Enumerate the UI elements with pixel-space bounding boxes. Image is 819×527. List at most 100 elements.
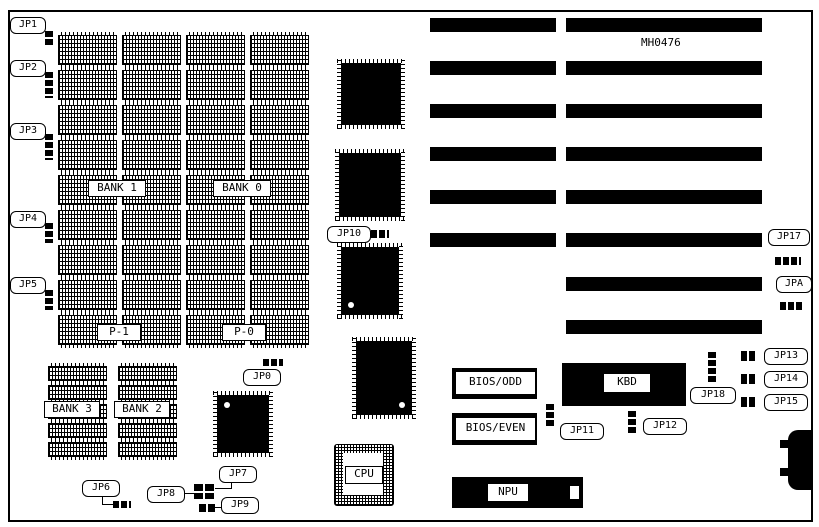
- dip-memory-chip: [250, 102, 309, 138]
- cpu-label: CPU: [345, 466, 383, 484]
- isa-slot-5-left: [430, 190, 556, 204]
- jumper-label-jp0: JP0: [243, 369, 281, 386]
- jumper-label-jp10: JP10: [327, 226, 371, 243]
- jumper-label-jp7: JP7: [219, 466, 257, 483]
- isa-slot-4-right: [566, 147, 762, 161]
- jp13-pins: [741, 351, 756, 361]
- jumper-label-jp3: JP3: [10, 123, 46, 140]
- dip-memory-chip: [118, 363, 177, 384]
- isa-slot-1-left: [430, 18, 556, 32]
- qfp-chip-5: [213, 391, 273, 457]
- jp1-pins: [45, 31, 53, 47]
- board-outline: [8, 10, 813, 522]
- part-number: MH0476: [641, 36, 681, 49]
- jp12-pins: [628, 411, 636, 433]
- dip-memory-chip: [250, 242, 309, 278]
- jumper-label-jp11: JP11: [560, 423, 604, 440]
- jumper-label-jpa: JPA: [776, 276, 812, 293]
- dip-memory-chip: [250, 207, 309, 243]
- jumper-label-jp2: JP2: [10, 60, 46, 77]
- jumper-label-jp18: JP18: [690, 387, 736, 404]
- dip-memory-chip: [58, 102, 117, 138]
- pin1-dot: [399, 402, 405, 408]
- qfp-chip-2: [335, 149, 405, 221]
- qfp-chip-1: [337, 59, 405, 129]
- dip-memory-chip: [122, 207, 181, 243]
- jumper-label-jp9: JP9: [221, 497, 259, 514]
- dip-memory-chip: [122, 102, 181, 138]
- isa-slot-2-left: [430, 61, 556, 75]
- npu-label: NPU: [487, 483, 529, 502]
- jpa-pins: [780, 302, 804, 310]
- bank2-label: BANK 2: [114, 401, 170, 418]
- jp11-pins: [546, 404, 554, 428]
- jumper-label-jp15: JP15: [764, 394, 808, 411]
- jp17-pins: [775, 257, 801, 265]
- jp3-pins: [45, 134, 53, 160]
- jp6-lead-line: [103, 504, 113, 505]
- jp15-pins: [741, 397, 756, 407]
- dip-memory-chip: [48, 420, 107, 441]
- kbd-label: KBD: [603, 373, 651, 393]
- dip-memory-chip: [58, 137, 117, 173]
- jumper-label-jp14: JP14: [764, 371, 808, 388]
- isa-slot-8: [566, 320, 762, 334]
- dip-memory-chip: [48, 439, 107, 460]
- dip-memory-chip: [48, 382, 107, 403]
- npu-notch: [570, 486, 579, 499]
- jp18-pins: [708, 352, 716, 384]
- dip-memory-chip: [48, 363, 107, 384]
- jp6-lead-line: [102, 496, 103, 505]
- dip-memory-chip: [58, 67, 117, 103]
- jp2-pins: [45, 72, 53, 98]
- bios-odd-label: BIOS/ODD: [455, 371, 536, 395]
- dip-memory-chip: [186, 277, 245, 313]
- dip-memory-chip: [250, 32, 309, 68]
- dip-memory-chip: [186, 207, 245, 243]
- dip-memory-chip: [122, 32, 181, 68]
- bank0-label: BANK 0: [213, 180, 271, 197]
- jp5-pins: [45, 290, 53, 310]
- jp6-pins: [113, 501, 131, 508]
- jp7-lead-line: [215, 488, 232, 489]
- dip-memory-chip: [118, 420, 177, 441]
- jumper-label-jp4: JP4: [10, 211, 46, 228]
- bios-even-label: BIOS/EVEN: [455, 417, 536, 441]
- dip-memory-chip: [122, 242, 181, 278]
- isa-slot-3-left: [430, 104, 556, 118]
- jumper-label-jp17: JP17: [768, 229, 810, 246]
- jumper-label-jp5: JP5: [10, 277, 46, 294]
- jp9-lead-line: [215, 507, 222, 508]
- bank3-label: BANK 3: [44, 401, 100, 418]
- isa-slot-1-right: [566, 18, 762, 32]
- isa-slot-6-left: [430, 233, 556, 247]
- keyboard-din-connector: [788, 430, 812, 490]
- p1-label: P-1: [97, 324, 141, 341]
- isa-slot-2-right: [566, 61, 762, 75]
- connector-pin-stub: [780, 440, 789, 448]
- jp7-lead-line: [231, 482, 232, 488]
- jp10-pins: [371, 230, 389, 238]
- jumper-label-jp13: JP13: [764, 348, 808, 365]
- jp8-lead-line: [184, 493, 194, 494]
- isa-slot-4-left: [430, 147, 556, 161]
- dip-memory-chip: [186, 242, 245, 278]
- isa-slot-7: [566, 277, 762, 291]
- p0-label: P-0: [222, 324, 266, 341]
- qfp-chip-3: [337, 243, 403, 319]
- isa-slot-5-right: [566, 190, 762, 204]
- dip-memory-chip: [250, 137, 309, 173]
- dip-memory-chip: [186, 67, 245, 103]
- dip-memory-chip: [122, 67, 181, 103]
- dip-memory-chip: [250, 67, 309, 103]
- jumper-label-jp8: JP8: [147, 486, 185, 503]
- dip-memory-chip: [58, 207, 117, 243]
- dip-memory-chip: [58, 277, 117, 313]
- jumper-label-jp6: JP6: [82, 480, 120, 497]
- dip-memory-chip: [186, 137, 245, 173]
- jp4-pins: [45, 223, 53, 243]
- dip-memory-chip: [58, 32, 117, 68]
- bank1-label: BANK 1: [88, 180, 146, 197]
- dip-memory-chip: [186, 32, 245, 68]
